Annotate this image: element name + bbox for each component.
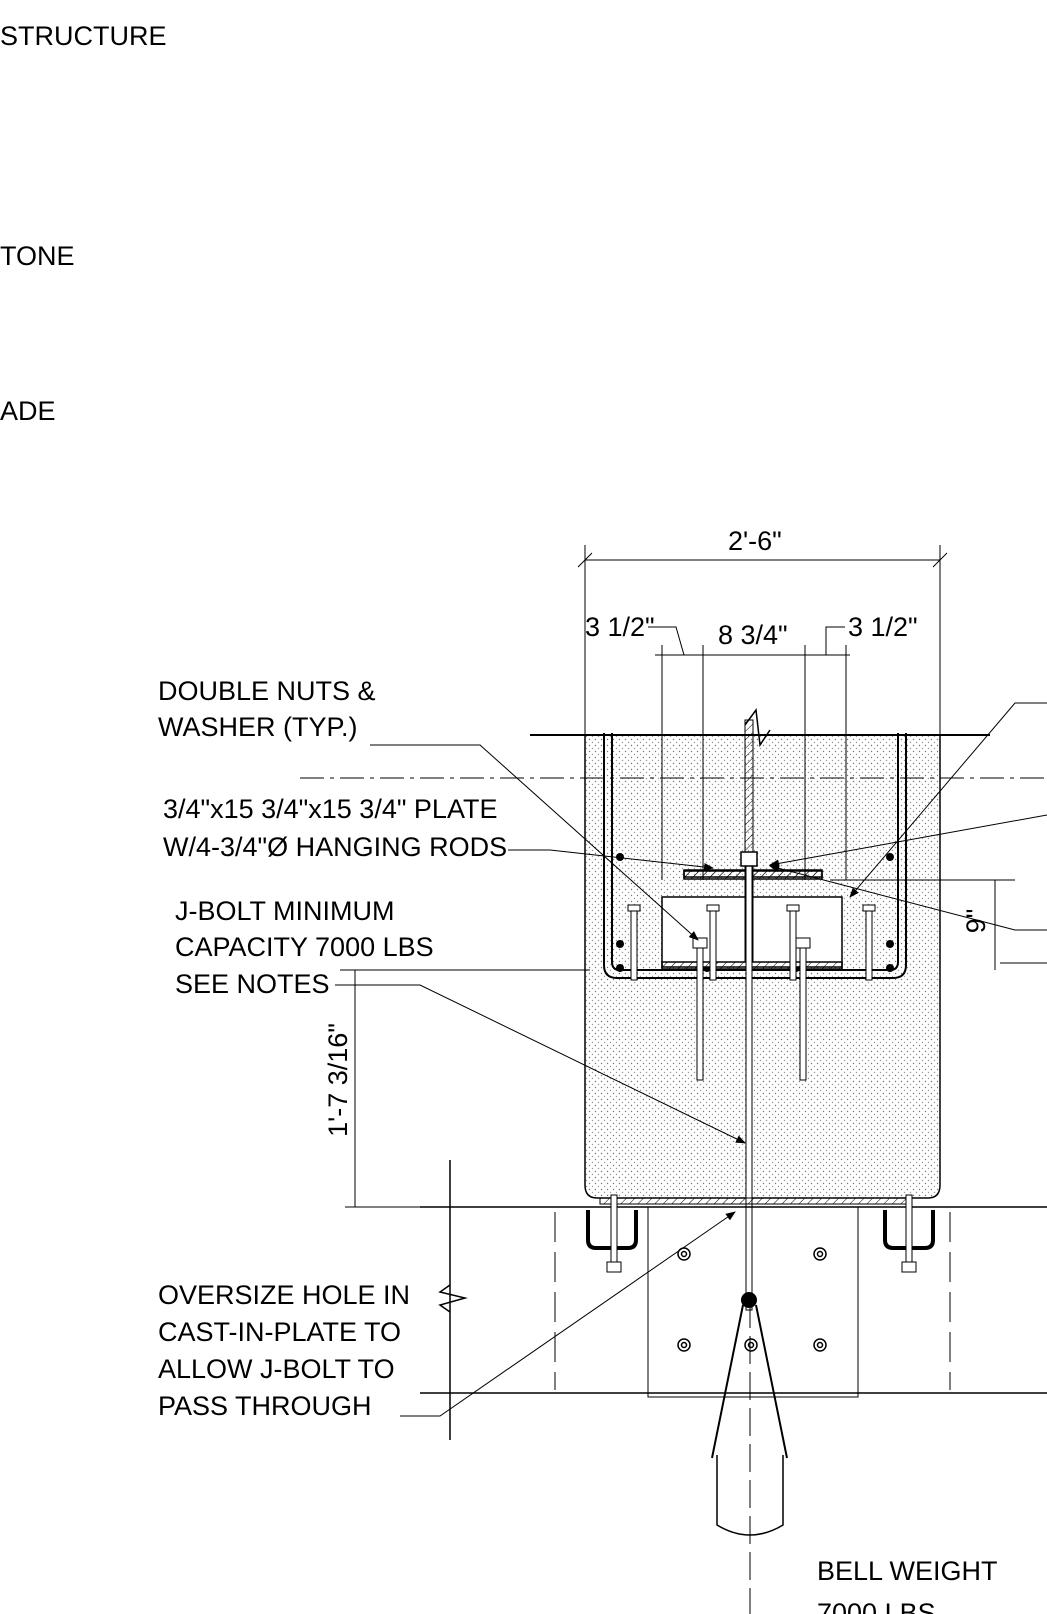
label-oversize-1: OVERSIZE HOLE IN: [158, 1280, 410, 1310]
grade-label: ADE: [0, 396, 56, 426]
label-bell-1: BELL WEIGHT: [817, 1556, 998, 1586]
label-jbolt-3: SEE NOTES: [175, 969, 330, 999]
bell-weight: [711, 1292, 788, 1614]
label-oversize-4: PASS THROUGH: [158, 1391, 372, 1421]
label-plate-2: W/4-3/4"Ø HANGING RODS: [163, 832, 507, 862]
support-beam: [420, 1160, 1047, 1440]
label-oversize-2: CAST-IN-PLATE TO: [158, 1317, 401, 1347]
hanger-assembly: [599, 708, 911, 1311]
dim-left-offset: 3 1/2": [585, 612, 655, 642]
dim-plate-spacing: 9": [961, 909, 991, 934]
label-plate-1: 3/4"x15 3/4"x15 3/4" PLATE: [163, 794, 497, 824]
structure-label: STRUCTURE: [0, 21, 167, 51]
stone-label: TONE: [0, 241, 75, 271]
dim-overall-width: 2'-6": [728, 526, 782, 556]
leader-lines: [335, 702, 1047, 1417]
label-bell-2: 7000 LBS: [817, 1598, 936, 1614]
label-oversize-3: ALLOW J-BOLT TO: [158, 1354, 395, 1384]
label-jbolt-2: CAPACITY 7000 LBS: [175, 932, 434, 962]
label-jbolt-1: J-BOLT MINIMUM: [175, 896, 395, 926]
label-double-nuts-2: WASHER (TYP.): [158, 712, 358, 742]
dim-right-offset: 3 1/2": [848, 612, 918, 642]
dimension-lines: [340, 545, 1047, 1208]
label-double-nuts-1: DOUBLE NUTS &: [158, 676, 376, 706]
dim-center: 8 3/4": [718, 620, 788, 650]
dim-height: 1'-7 3/16": [323, 1023, 353, 1137]
